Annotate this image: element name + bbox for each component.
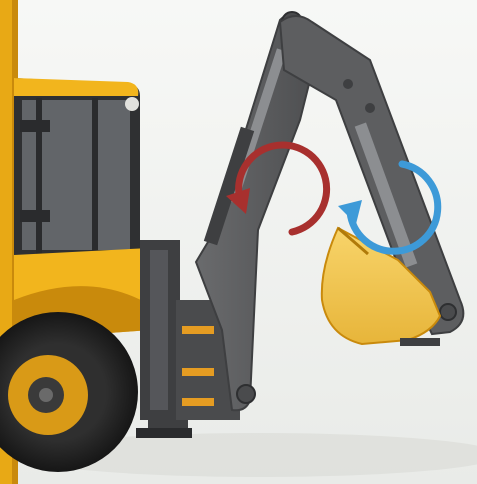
work-light — [125, 97, 139, 111]
operator-cab — [14, 78, 140, 270]
